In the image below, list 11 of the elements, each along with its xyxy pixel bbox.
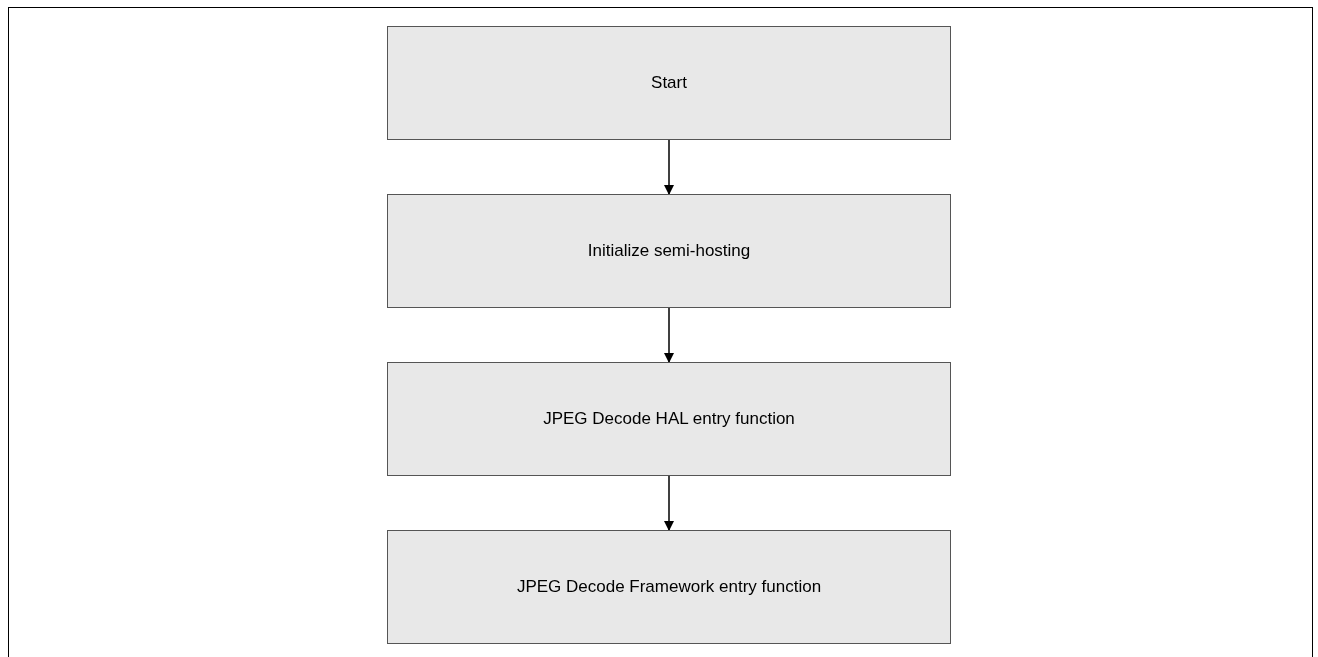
arrow — [664, 307, 674, 363]
process-box — [387, 530, 951, 644]
arrow — [664, 139, 674, 195]
arrow — [664, 475, 674, 531]
box-label: Start — [651, 72, 687, 95]
box-label: JPEG Decode HAL entry function — [543, 408, 795, 431]
process-box — [387, 362, 951, 476]
box-label: Initialize semi-hosting — [587, 240, 751, 263]
process-box — [387, 194, 951, 308]
process-box — [387, 26, 951, 140]
box-label: JPEG Decode Framework entry function — [516, 576, 822, 599]
